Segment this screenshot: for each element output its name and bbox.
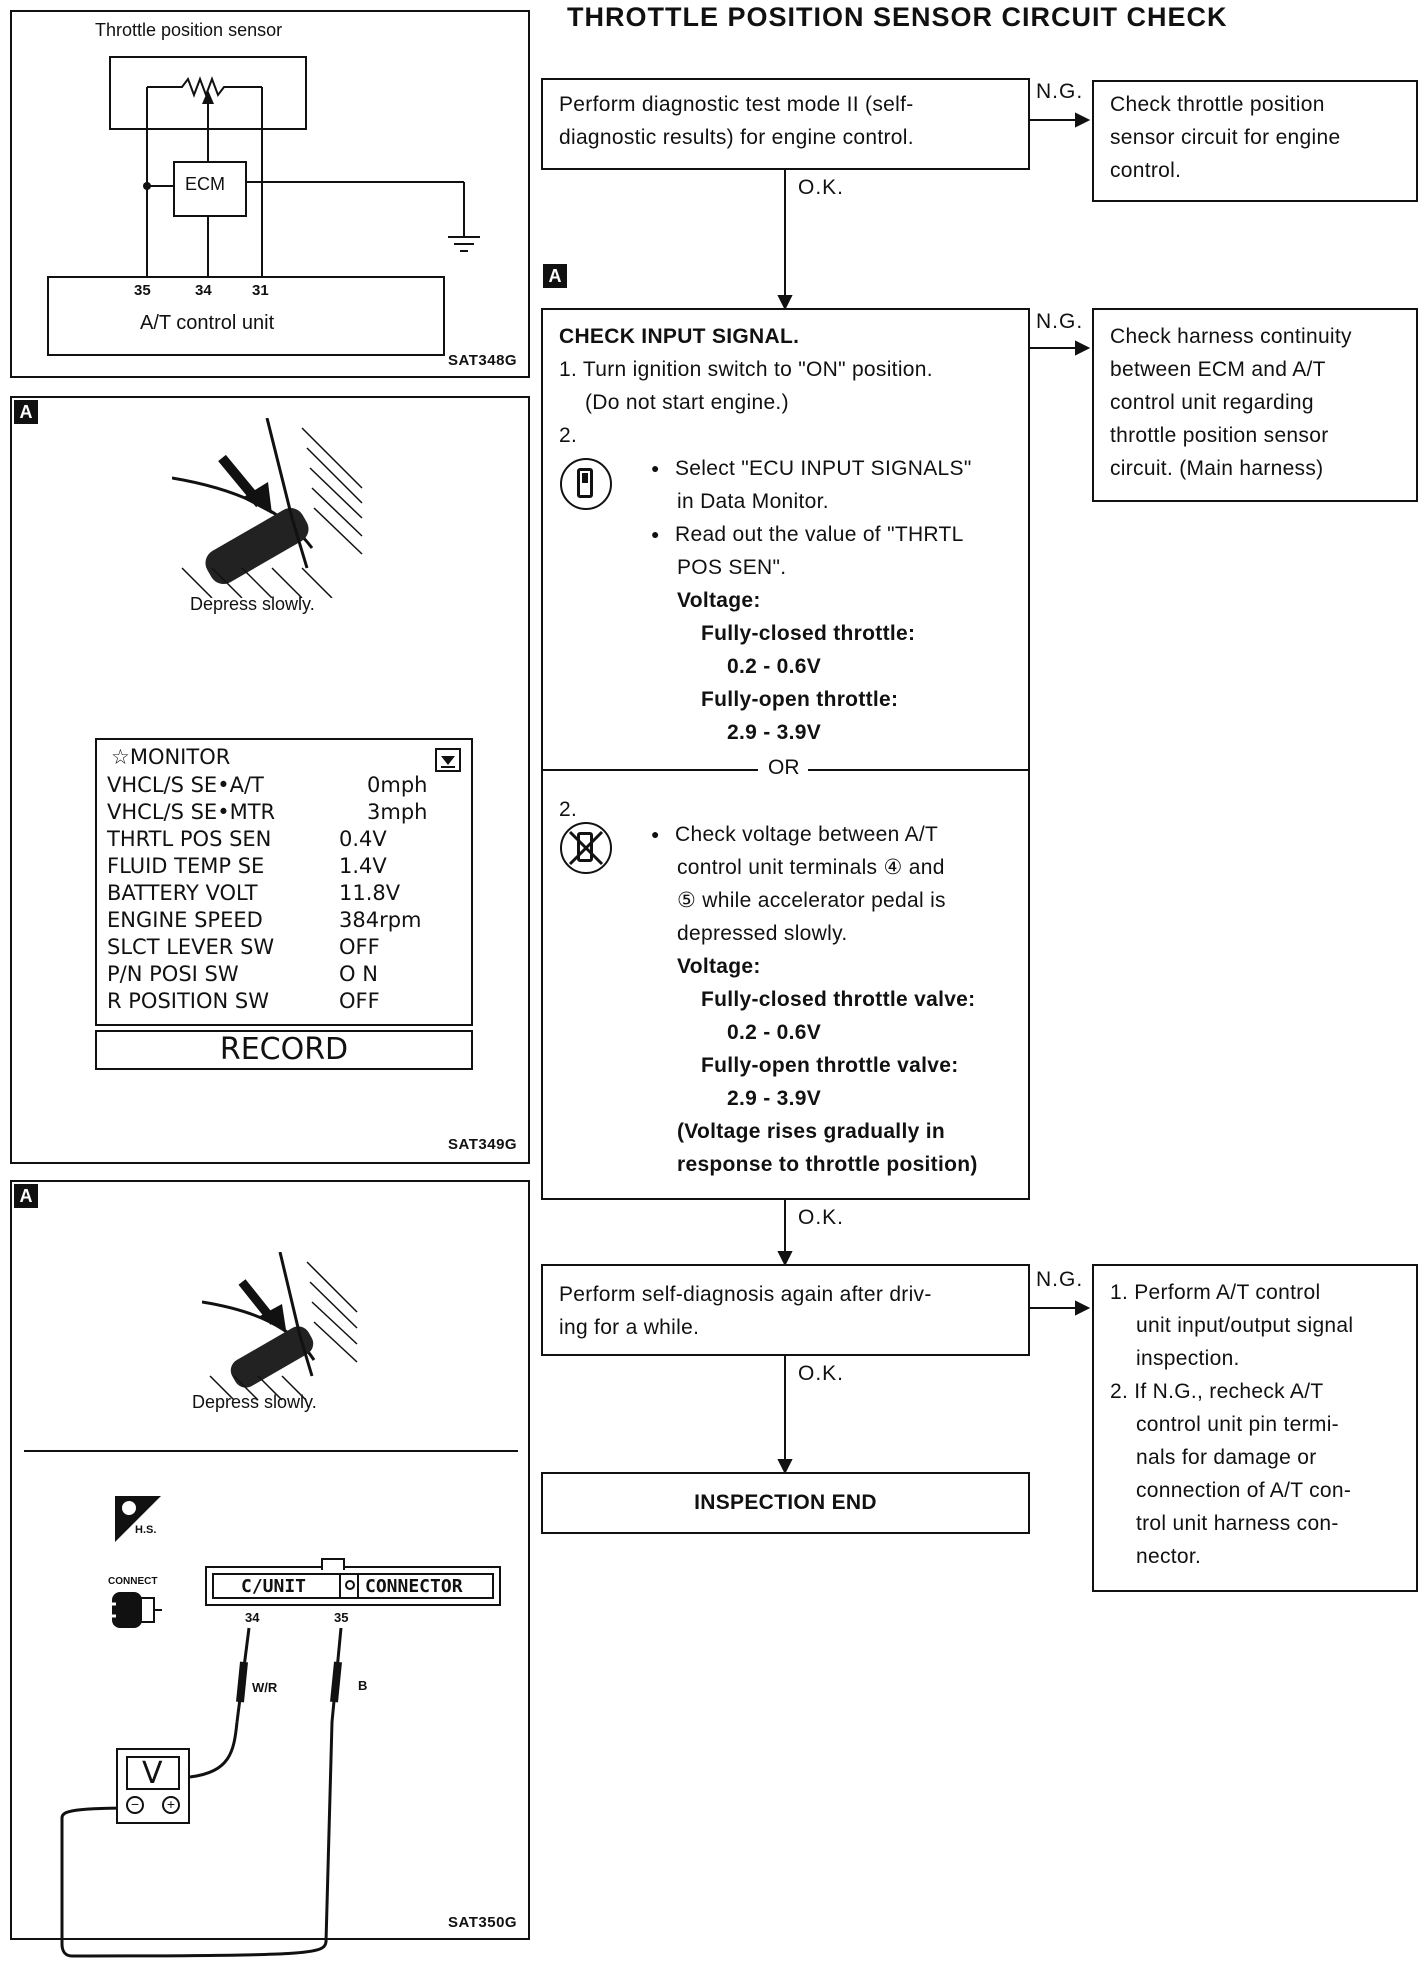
minus-icon: − <box>126 1796 144 1814</box>
terminal-31: 31 <box>252 282 269 299</box>
step-self-diagnosis: Perform self-diagnosis again after driv-… <box>541 1264 1030 1356</box>
wiring-diagram <box>47 56 480 356</box>
tag-a: A <box>14 1184 38 1208</box>
connector-icon <box>108 1592 162 1628</box>
connector-label: CONNECTOR <box>365 1576 463 1597</box>
pin-34: 34 <box>245 1610 260 1625</box>
consult-icon <box>560 458 612 510</box>
wiring-figure: Throttle position sensor ECM 35 34 31 A/… <box>10 10 530 378</box>
tag-a: A <box>14 400 38 424</box>
terminal-35: 35 <box>134 282 151 299</box>
page-title: THROTTLE POSITION SENSOR CIRCUIT CHECK <box>567 2 1228 32</box>
ng-result-3: 1. Perform A/T control unit input/output… <box>1092 1264 1418 1592</box>
record-label: RECORD <box>219 1032 349 1067</box>
meter-v: V <box>142 1756 163 1791</box>
inspection-end: INSPECTION END <box>541 1472 1030 1534</box>
cunit-label: C/UNIT <box>241 1576 307 1597</box>
step-test-mode: Perform diagnostic test mode II (self- d… <box>541 78 1030 170</box>
meter-figure: A Depress slowly. H.S. CONNECT C/UNIT <box>10 1180 530 1958</box>
ecm-label: ECM <box>185 174 225 194</box>
ng-label: N.G. <box>1036 310 1084 333</box>
voltmeter: V − + <box>116 1748 190 1824</box>
ng-label: N.G. <box>1036 1268 1084 1291</box>
hs-icon: H.S. <box>115 1496 161 1542</box>
ok-label: O.K. <box>798 176 845 199</box>
record-button[interactable]: RECORD <box>95 1030 473 1070</box>
figure-code: SAT350G <box>448 1914 518 1931</box>
pin-35: 35 <box>334 1610 349 1625</box>
terminal-34: 34 <box>195 282 212 299</box>
or-divider-right <box>808 769 1028 771</box>
figure-code: SAT349G <box>448 1136 518 1153</box>
pedal-illustration <box>172 418 363 598</box>
caption-depress: Depress slowly. <box>192 1392 317 1412</box>
ng-result-1: Check throttle position sensor circuit f… <box>1092 80 1418 202</box>
connector-strip: C/UNIT CONNECTOR <box>205 1558 501 1606</box>
ng-result-2: Check harness continuity between ECM and… <box>1092 308 1418 502</box>
wiring-heading: Throttle position sensor <box>95 20 283 40</box>
wire-wr: W/R <box>252 1680 278 1695</box>
wire-b: B <box>358 1678 368 1693</box>
or-label: OR <box>768 756 800 779</box>
caption-depress: Depress slowly. <box>190 594 315 614</box>
scroll-down-icon[interactable] <box>435 748 461 772</box>
check-input-signal: CHECK INPUT SIGNAL. 1. Turn ignition swi… <box>541 308 1030 1200</box>
divider <box>24 1450 518 1452</box>
tag-a: A <box>543 264 567 288</box>
ng-label: N.G. <box>1036 80 1084 103</box>
pedal-illustration <box>202 1252 358 1401</box>
monitor-header: ☆MONITOR <box>111 745 231 769</box>
or-divider-left <box>543 769 758 771</box>
monitor-figure: A Depress slowly. ☆MONITOR VHCL/S SE•A/T… <box>10 396 530 1164</box>
ok-label: O.K. <box>798 1362 845 1385</box>
figure-code: SAT348G <box>448 352 518 369</box>
connect-label: CONNECT <box>108 1576 158 1587</box>
ok-label: O.K. <box>798 1206 845 1229</box>
at-unit-label: A/T control unit <box>140 312 275 334</box>
plus-icon: + <box>162 1796 180 1814</box>
no-consult-icon <box>560 822 612 874</box>
